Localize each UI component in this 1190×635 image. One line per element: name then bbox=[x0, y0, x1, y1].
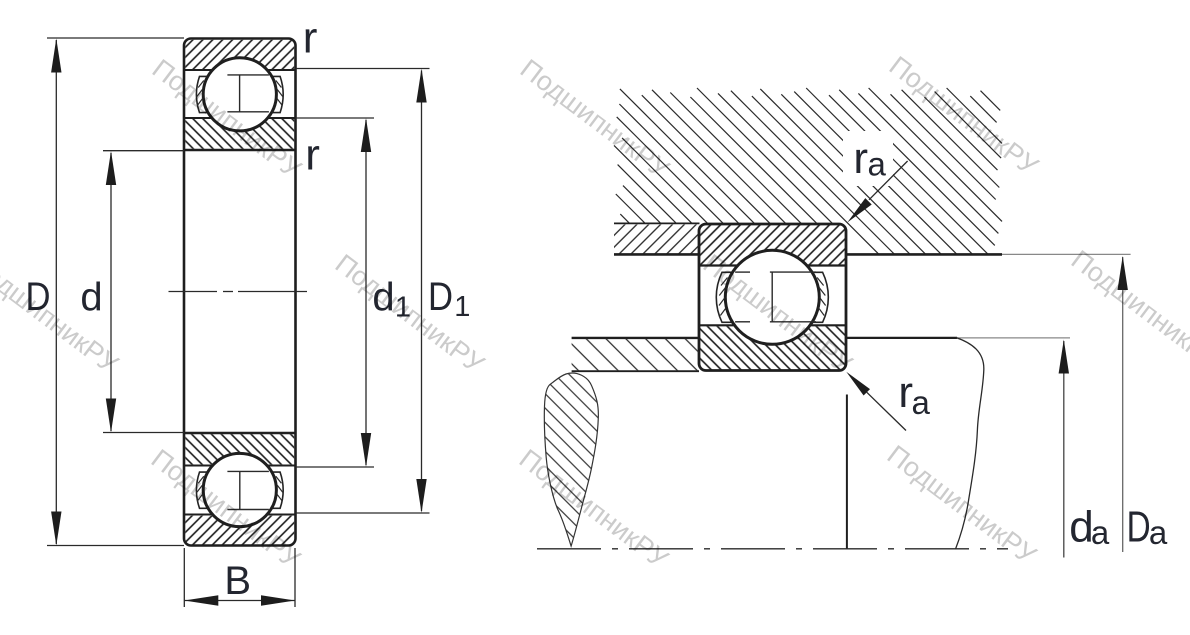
svg-text:a: a bbox=[1091, 514, 1110, 551]
svg-text:D: D bbox=[428, 275, 453, 319]
svg-text:D: D bbox=[26, 275, 51, 319]
svg-text:a: a bbox=[1149, 514, 1168, 551]
svg-text:r: r bbox=[303, 14, 318, 63]
svg-text:r: r bbox=[898, 368, 913, 417]
svg-text:a: a bbox=[868, 146, 887, 183]
svg-text:d: d bbox=[80, 275, 102, 319]
svg-text:r: r bbox=[305, 131, 320, 180]
svg-text:D: D bbox=[1127, 503, 1151, 552]
svg-text:d: d bbox=[372, 275, 394, 319]
svg-text:1: 1 bbox=[454, 291, 470, 323]
svg-text:d: d bbox=[1069, 503, 1093, 552]
svg-text:B: B bbox=[224, 559, 251, 603]
svg-text:a: a bbox=[912, 384, 931, 421]
svg-text:1: 1 bbox=[395, 292, 411, 324]
svg-text:r: r bbox=[853, 134, 868, 183]
